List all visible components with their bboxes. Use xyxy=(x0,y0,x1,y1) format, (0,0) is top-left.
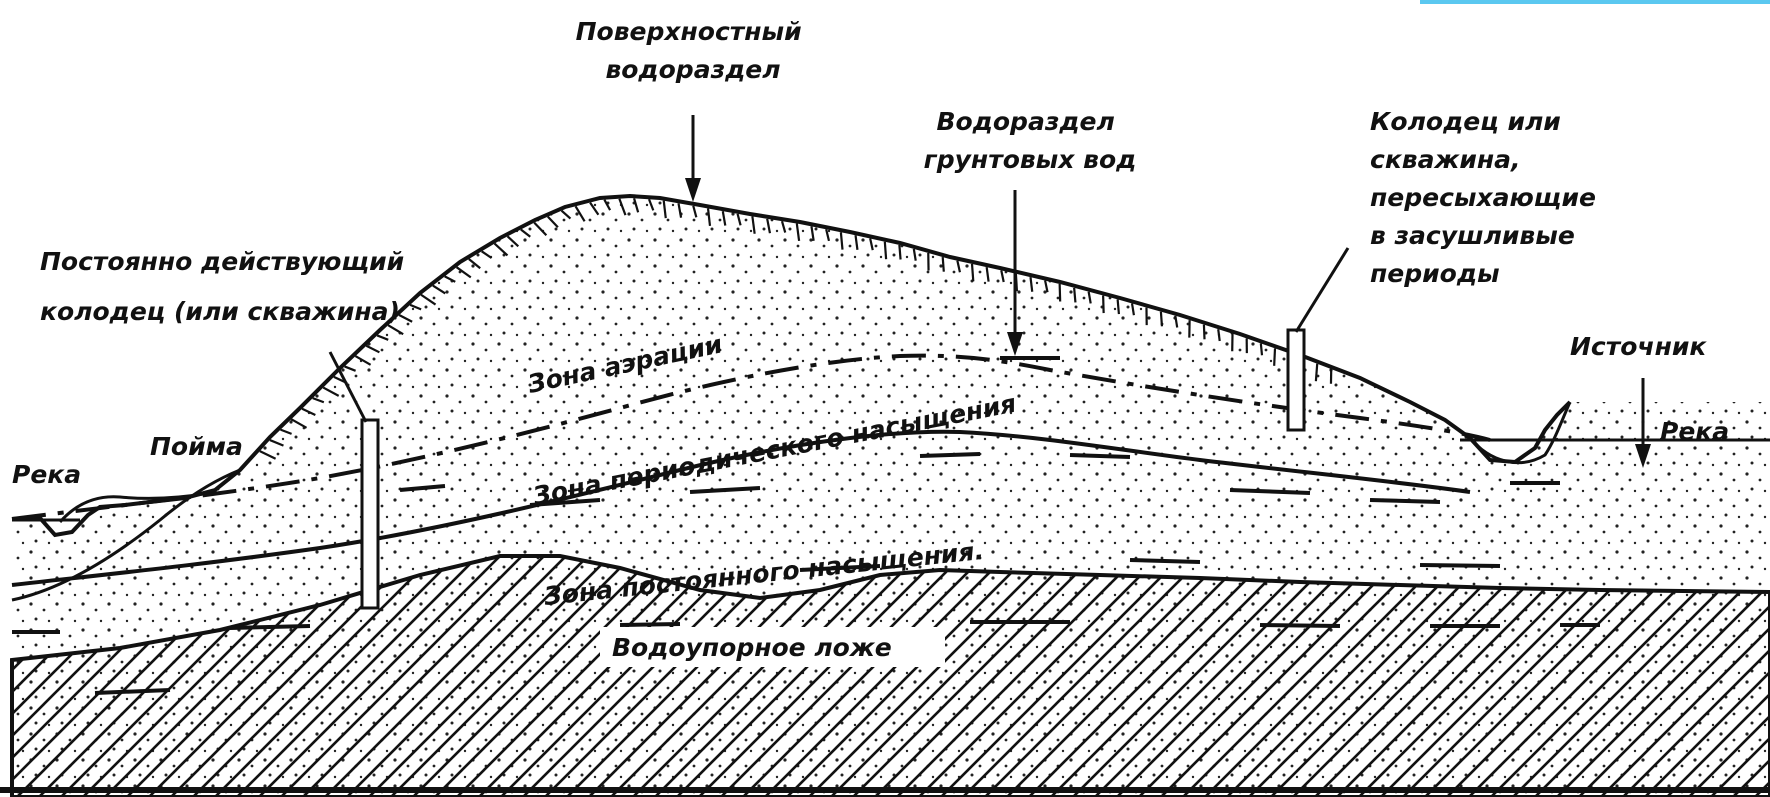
soil-tick xyxy=(1218,329,1220,341)
soil-tick xyxy=(1274,348,1275,365)
soil-tick xyxy=(1074,288,1075,303)
seasonal-well-leader xyxy=(1296,248,1348,332)
surface-divide-arrowhead xyxy=(685,178,701,202)
river-right-label: Река xyxy=(1660,417,1729,446)
soil-tick xyxy=(1261,343,1262,355)
aquiclude-label: Водоупорное ложе xyxy=(612,633,892,662)
soil-tick xyxy=(1161,312,1162,327)
spring-label: Источник xyxy=(1570,332,1707,361)
seasonal-well-label: Колодец или скважина, пересыхающие в зас… xyxy=(1370,107,1605,288)
river-left-label: Река xyxy=(12,460,81,489)
soil-tick xyxy=(899,245,900,260)
groundwater-divide-label: Водораздел грунтовых вод xyxy=(924,107,1137,174)
soil-tick xyxy=(1204,325,1205,340)
seasonal-well xyxy=(1288,330,1304,430)
floodplain-label: Пойма xyxy=(150,432,243,461)
soil-tick xyxy=(1060,284,1061,301)
soil-tick xyxy=(1118,299,1119,314)
soil-tick xyxy=(1316,364,1317,381)
surface-divide-label: Поверхностный водораздел xyxy=(576,17,811,84)
soil-tick xyxy=(885,242,886,259)
accent-bar xyxy=(1420,0,1770,4)
permanent-well-label: Постоянно действующий колодец (или скваж… xyxy=(40,247,413,326)
soil-tick xyxy=(1103,296,1104,313)
soil-tick xyxy=(972,264,973,281)
permanent-well xyxy=(362,420,378,608)
soil-tick xyxy=(943,257,944,272)
